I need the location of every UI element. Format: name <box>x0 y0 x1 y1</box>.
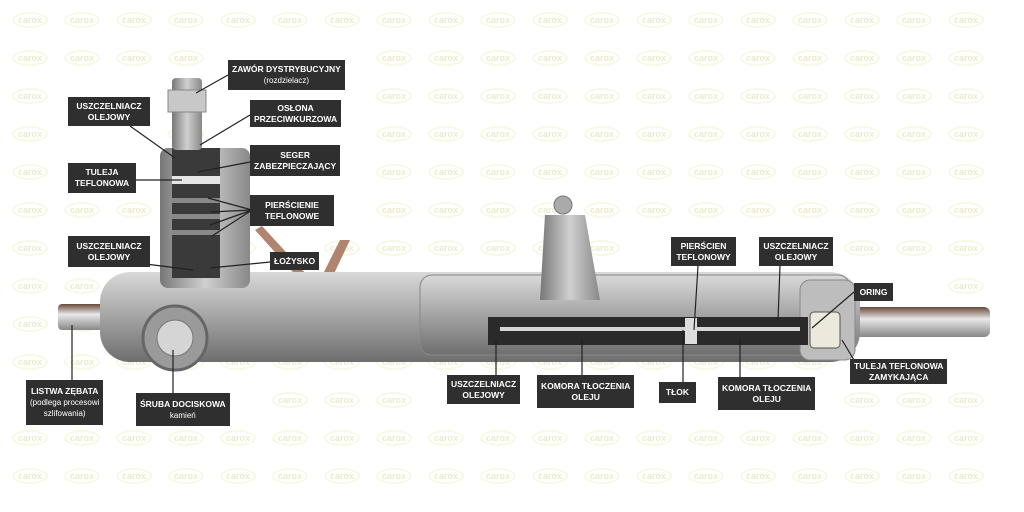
label-line: ZAMYKAJĄCA <box>868 371 929 382</box>
label-line: KOMORA TŁOCZENIA <box>541 380 631 391</box>
label-oil-seal-top: USZCZELNIACZ OLEJOWY <box>68 97 150 126</box>
label-line: USZCZELNIACZ <box>76 100 142 111</box>
label-pressure-screw: ŚRUBA DOCISKOWA kamień <box>136 393 230 426</box>
label-line: PIERŚCIEN <box>680 240 727 251</box>
label-line: KOMORA TŁOCZENIA <box>722 382 812 393</box>
label-line: PIERŚCIENIE <box>265 199 319 210</box>
label-line: OLEJOWY <box>462 389 505 400</box>
label-oil-seal-lower: USZCZELNIACZ OLEJOWY <box>68 236 150 267</box>
label-line: TEFLONOWA <box>74 178 130 188</box>
label-subtitle: (podlega procesowi <box>30 398 100 407</box>
label-title: ZAWÓR DYSTRYBUCYJNY <box>232 64 341 74</box>
label-subtitle: szlifowania) <box>43 409 86 418</box>
label-oil-chamber-1: KOMORA TŁOCZENIA OLEJU <box>537 375 635 408</box>
label-bearing: ŁOŻYSKO <box>270 252 320 270</box>
label-piston: TŁOK <box>659 382 696 403</box>
label-toothed-rack: LISTWA ZĘBATA (podlega procesowi szlifow… <box>26 380 104 425</box>
label-oring: ORING <box>854 283 893 301</box>
label-oil-chamber-2: KOMORA TŁOCZENIA OLEJU <box>718 377 816 410</box>
label-title: LISTWA ZĘBATA <box>31 386 99 396</box>
label-line: ORING <box>859 286 888 297</box>
label-line: ZABEZPIECZAJĄCY <box>254 160 337 171</box>
label-title: ŚRUBA DOCISKOWA <box>140 398 226 409</box>
label-subtitle: (rozdzielacz) <box>263 76 310 85</box>
leader-lines <box>71 74 855 393</box>
rack-body <box>58 78 990 372</box>
label-teflon-ring: PIERŚCIEN TEFLONOWY <box>671 237 736 266</box>
label-line: OLEJOWY <box>774 251 818 262</box>
label-retaining-ring: SEGER ZABEZPIECZAJĄCY <box>250 145 341 176</box>
label-teflon-rings: PIERŚCIENIE TEFLONOWE <box>250 195 334 226</box>
label-line: TULEJA <box>85 167 119 177</box>
label-line: TŁOK <box>665 387 690 397</box>
label-line: TULEJA TEFLONOWA <box>854 360 944 371</box>
label-line: TEFLONOWY <box>676 251 731 262</box>
label-oil-seal-bottom: USZCZELNIACZ OLEJOWY <box>447 375 521 404</box>
label-closing-teflon-sleeve: TULEJA TEFLONOWA ZAMYKAJĄCA <box>850 359 948 384</box>
label-line: SEGER <box>280 149 310 160</box>
label-line: OLEJU <box>752 393 781 404</box>
label-line: OLEJOWY <box>87 111 131 122</box>
label-line: OLEJOWY <box>87 251 131 262</box>
label-line: OLEJU <box>571 391 600 402</box>
label-teflon-sleeve: TULEJA TEFLONOWA <box>68 163 136 193</box>
label-subtitle: kamień <box>169 410 196 420</box>
label-oil-seal-right: USZCZELNIACZ OLEJOWY <box>759 237 833 266</box>
label-line: ŁOŻYSKO <box>274 255 316 266</box>
label-line: TEFLONOWE <box>264 210 320 221</box>
label-line: OSŁONA <box>277 102 314 113</box>
label-distribution-valve: ZAWÓR DYSTRYBUCYJNY (rozdzielacz) <box>228 60 345 90</box>
label-line: PRZECIWKURZOWA <box>254 113 338 124</box>
label-dust-cover: OSŁONA PRZECIWKURZOWA <box>250 100 342 127</box>
label-line: USZCZELNIACZ <box>763 240 829 251</box>
label-line: USZCZELNIACZ <box>76 240 142 251</box>
label-line: USZCZELNIACZ <box>451 378 517 389</box>
